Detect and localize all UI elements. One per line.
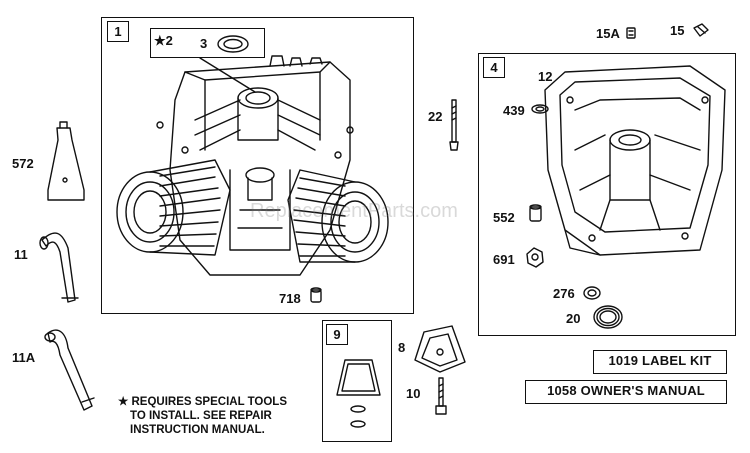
callout-4[interactable]: 4 [483,57,505,78]
special-tools-note-line3: INSTRUCTION MANUAL. [130,424,265,436]
ring-3-icon [217,35,249,53]
bolt-10-icon [435,377,447,415]
screw-15a-icon [626,27,636,39]
breather-cover-8-icon [414,325,466,373]
dowel-718-icon [310,287,322,303]
callout-11[interactable]: 11 [14,247,28,262]
special-tools-note-line2: TO INSTALL. SEE REPAIR [130,410,272,422]
callout-718[interactable]: 718 [279,291,301,306]
callout-2[interactable]: ★2 [154,33,173,48]
callout-1[interactable]: 1 [107,21,129,42]
callout-10[interactable]: 10 [406,386,421,401]
callout-15[interactable]: 15 [670,23,685,38]
gasket-kit-frame [150,28,265,58]
crankcase-icon [544,65,726,256]
ring-276-icon [583,286,601,300]
callout-572[interactable]: 572 [12,156,34,171]
label-kit-button[interactable]: 1019 LABEL KIT [593,350,727,374]
cylinder-block-icon [116,55,389,276]
special-tools-note-line1: ★ REQUIRES SPECIAL TOOLS [118,396,287,408]
dowel-552-icon [529,204,542,222]
callout-12[interactable]: 12 [538,69,553,84]
plug-15-icon [693,23,709,37]
tube-11-icon [39,232,79,303]
breather-frame [322,320,392,442]
cylinder-block-frame [101,17,414,314]
breather-gasket-icon [336,359,381,428]
callout-11a[interactable]: 11A [12,350,36,365]
callout-20[interactable]: 20 [566,311,581,326]
cover-572-icon [47,121,85,201]
callout-3[interactable]: 3 [200,36,208,51]
washer-439-icon [531,104,549,114]
callout-9[interactable]: 9 [326,324,348,345]
owners-manual-button[interactable]: 1058 OWNER'S MANUAL [525,380,727,404]
callout-8[interactable]: 8 [398,340,406,355]
callout-552[interactable]: 552 [493,210,515,225]
watermark: ReplacementParts.com [250,200,458,222]
callout-439[interactable]: 439 [503,103,525,118]
callout-276[interactable]: 276 [553,286,575,301]
bolt-22-icon [449,99,459,151]
nut-691-icon [526,247,544,268]
callout-15a[interactable]: 15A [596,26,620,41]
tube-11a-icon [44,329,95,411]
seal-20-icon [593,305,623,329]
callout-691[interactable]: 691 [493,252,515,267]
crankcase-frame [478,53,736,336]
callout-22[interactable]: 22 [428,109,443,124]
